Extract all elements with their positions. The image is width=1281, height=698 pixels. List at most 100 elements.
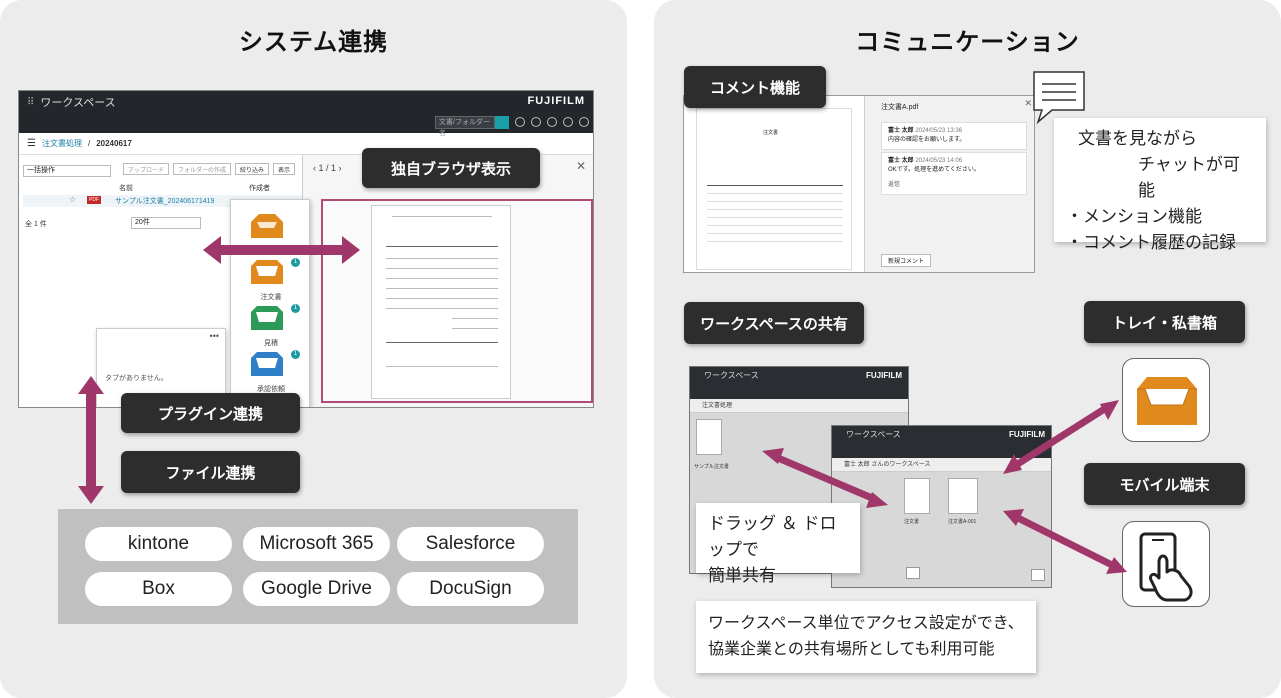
col-author[interactable]: 作成者 bbox=[249, 185, 270, 192]
comment-screenshot: 注文書 注文書A.pdf ✕ 富士 太郎 2024/05/23 13:36 内容… bbox=[683, 95, 1035, 273]
label-workspace-share: ワークスペースの共有 bbox=[684, 302, 864, 344]
tray-count-badge: 1 bbox=[291, 304, 300, 313]
tray-blue-icon[interactable] bbox=[249, 350, 285, 378]
upload-button[interactable]: アップロード bbox=[123, 163, 170, 175]
service-microsoft365: Microsoft 365 bbox=[243, 527, 390, 561]
tray-popup: 1 注文書 1 見積 1 承認依頼 bbox=[230, 199, 310, 407]
breadcrumb-separator: / bbox=[87, 139, 91, 148]
smartphone-hand-icon bbox=[1139, 532, 1193, 602]
app-titlebar: ⠿ ワークスペース FUJIFILM bbox=[19, 91, 593, 113]
tray-tile bbox=[1122, 358, 1210, 442]
close-icon[interactable]: ✕ bbox=[1024, 98, 1032, 108]
file-name-link[interactable]: サンプル注文書_202406171419 bbox=[115, 198, 215, 205]
comment-sidebar: 注文書A.pdf ✕ 富士 太郎 2024/05/23 13:36 内容の確認を… bbox=[864, 96, 1034, 272]
mini-doc-caption: 注文書A-001 bbox=[948, 519, 977, 525]
mini-doc-caption: 注文書 bbox=[904, 519, 920, 525]
lock-icon[interactable] bbox=[906, 567, 920, 579]
tray-count-badge: 1 bbox=[291, 350, 300, 359]
filter-button[interactable]: 絞り込み bbox=[235, 163, 270, 175]
app-toolbar: 文書/フォルダー名 bbox=[19, 113, 593, 137]
send-icon[interactable] bbox=[515, 117, 525, 127]
tray-count-badge: 1 bbox=[291, 258, 300, 267]
document-viewer: ‹ 1 / 1 › ✕ bbox=[302, 155, 593, 407]
page-indicator: ‹ 1 / 1 › bbox=[313, 163, 342, 173]
new-comment-button[interactable]: 新規コメント bbox=[881, 254, 932, 267]
label-plugin-integration: プラグイン連携 bbox=[121, 393, 300, 433]
callout-line: チャットが可能 bbox=[1138, 155, 1240, 200]
search-input[interactable]: 文書/フォルダー名 bbox=[435, 116, 495, 137]
more-icon[interactable]: ••• bbox=[209, 331, 219, 341]
mini-document[interactable] bbox=[948, 478, 978, 514]
mobile-tile bbox=[1122, 521, 1210, 607]
bottom-callout: ワークスペース単位でアクセス設定ができ、 協業企業との共有場所としても利用可能 bbox=[696, 601, 1036, 673]
brand-logo: FUJIFILM bbox=[527, 95, 585, 107]
integration-services: kintone Microsoft 365 Salesforce Box Goo… bbox=[58, 509, 578, 624]
label-mobile: モバイル端末 bbox=[1084, 463, 1245, 505]
tray-label-approval: 承認依頼 bbox=[257, 386, 285, 393]
pdf-badge: PDF bbox=[87, 196, 101, 204]
mini-document[interactable] bbox=[904, 478, 930, 514]
comment-card: 富士 太郎 2024/05/23 13:36 内容の確認をお願いします。 bbox=[881, 122, 1027, 150]
view-button[interactable]: 表示 bbox=[273, 163, 296, 175]
panel-title: コミュニケーション bbox=[855, 29, 1080, 56]
comment-file-name: 注文書A.pdf bbox=[881, 104, 919, 111]
service-box: Box bbox=[85, 572, 232, 606]
help-icon[interactable] bbox=[547, 117, 557, 127]
service-google-drive: Google Drive bbox=[243, 572, 390, 606]
tray-label-order: 注文書 bbox=[260, 294, 282, 301]
page-size-select[interactable]: 20件 bbox=[131, 217, 201, 229]
browser-preview-frame bbox=[321, 199, 593, 403]
ws-breadcrumb: 富士 太郎 さんのワークスペース bbox=[832, 458, 1051, 472]
label-tray: トレイ・私書箱 bbox=[1084, 301, 1245, 343]
left-arrows bbox=[78, 236, 360, 504]
tray-green-icon[interactable] bbox=[249, 304, 285, 332]
workspace-app-screenshot: ⠿ ワークスペース FUJIFILM 文書/フォルダー名 ☰ 注文書処理 / 2… bbox=[18, 90, 594, 408]
callout-line: ワークスペース単位でアクセス設定ができ、 bbox=[708, 615, 1024, 632]
double-arrow-horizontal bbox=[203, 236, 360, 264]
hamburger-icon[interactable]: ☰ bbox=[27, 138, 36, 149]
gear-icon[interactable] bbox=[563, 117, 573, 127]
item-count: 全 1 件 bbox=[25, 221, 47, 228]
mini-doc-caption: サンプル注文書 bbox=[694, 464, 729, 470]
col-name[interactable]: 名前 bbox=[119, 185, 133, 192]
callout-line: 協業企業との共有場所としても利用可能 bbox=[708, 641, 995, 658]
label-comment-feature: コメント機能 bbox=[684, 66, 826, 108]
double-arrow-vertical bbox=[78, 376, 104, 504]
bulk-action-select[interactable]: 一括操作 bbox=[23, 165, 111, 177]
breadcrumb-current: 20240617 bbox=[96, 139, 132, 148]
grid-menu-icon[interactable]: ⠿ bbox=[27, 96, 35, 108]
callout-line: ドラッグ ＆ ドロップで bbox=[708, 514, 837, 559]
bell-icon[interactable] bbox=[531, 117, 541, 127]
dnd-callout: ドラッグ ＆ ドロップで 簡単共有 bbox=[696, 503, 860, 585]
tray-orange-icon[interactable] bbox=[249, 212, 285, 240]
label-file-integration: ファイル連携 bbox=[121, 451, 300, 493]
callout-line: ・コメント履歴の記録 bbox=[1066, 233, 1236, 252]
service-salesforce: Salesforce bbox=[397, 527, 544, 561]
callout-line: ・メンション機能 bbox=[1066, 207, 1202, 226]
reply-link[interactable]: 返信 bbox=[888, 182, 901, 188]
service-docusign: DocuSign bbox=[397, 572, 544, 606]
comment-card: 富士 太郎 2024/05/23 14:06 OKです。処理を進めてください。 … bbox=[881, 152, 1027, 195]
breadcrumb: ☰ 注文書処理 / 20240617 bbox=[19, 133, 593, 155]
mini-document[interactable] bbox=[696, 419, 722, 455]
comment-callout: 文書を見ながら チャットが可能 ・メンション機能 ・コメント履歴の記録 bbox=[1054, 118, 1266, 252]
tab-empty-text: タブがありません。 bbox=[105, 375, 168, 382]
order-document-preview bbox=[371, 205, 511, 399]
tray-label-estimate: 見積 bbox=[264, 340, 278, 347]
panel-title: システム連携 bbox=[238, 29, 389, 56]
callout-line: 文書を見ながら bbox=[1078, 129, 1197, 148]
tray-orange-outline-icon[interactable] bbox=[249, 258, 285, 286]
create-folder-button[interactable]: フォルダーの作成 bbox=[173, 163, 232, 175]
mail-icon[interactable] bbox=[1031, 569, 1045, 581]
breadcrumb-root[interactable]: 注文書処理 bbox=[41, 139, 82, 148]
chat-bubble-icon bbox=[1033, 71, 1085, 125]
user-icon[interactable] bbox=[579, 117, 589, 127]
service-kintone: kintone bbox=[85, 527, 232, 561]
close-icon[interactable]: ✕ bbox=[575, 159, 586, 173]
search-icon[interactable] bbox=[495, 116, 509, 129]
list-header: 名前 作成者 bbox=[23, 183, 313, 195]
star-icon[interactable]: ☆ bbox=[69, 195, 77, 204]
app-title: ワークスペース bbox=[40, 97, 116, 109]
